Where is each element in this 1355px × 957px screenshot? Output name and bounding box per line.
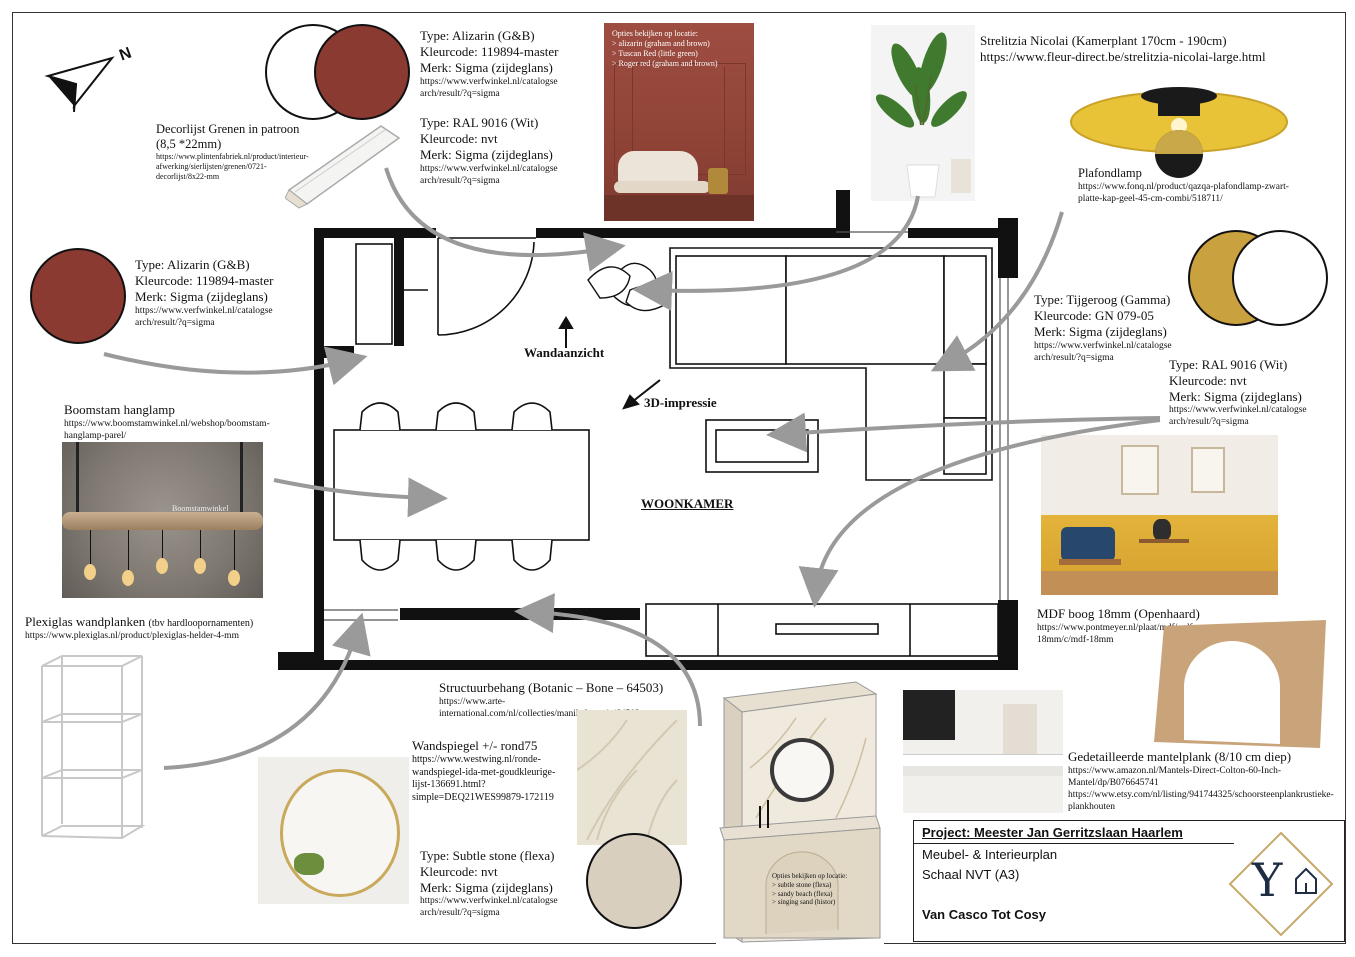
plafondlamp-image [1070, 87, 1288, 178]
decorlijst-title: Decorlijst Grenen in patroon (8,5 *22mm) [156, 122, 300, 151]
decorlijst-moulding-image [285, 125, 401, 209]
strelitzia-photo [871, 25, 975, 201]
impressie-label: 3D-impressie [644, 395, 717, 410]
spiegel-url[interactable]: https://www.westwing.nl/ronde-wandspiege… [412, 754, 556, 803]
title-block-line3: Van Casco Tot Cosy [922, 907, 1047, 922]
plexiglas-title-text: Plexiglas wandplanken [25, 614, 146, 629]
paint-top-code2: Kleurcode: nvt [420, 131, 498, 146]
structuur-url[interactable]: https://www.arte-international.com/nl/co… [439, 697, 640, 720]
mantel-url2[interactable]: https://www.etsy.com/nl/listing/94174432… [1068, 790, 1334, 813]
mdf-url[interactable]: https://www.pontmeyer.nl/plaat/mdf/mdf-1… [1037, 623, 1196, 646]
paint-bottom-brand: Merk: Sigma (zijdeglans) [420, 880, 553, 895]
structuur-title: Structuurbehang (Botanic – Bone – 64503) [439, 680, 664, 695]
company-logo-icon [1228, 831, 1334, 937]
logo-letter: Y [1252, 853, 1283, 907]
paint-bottom-url[interactable]: https://www.verfwinkel.nl/catalogse arch… [420, 896, 558, 919]
mantel-title: Gedetailleerde mantelplank (8/10 cm diep… [1068, 749, 1292, 764]
boomstam-title: Boomstam hanglamp [64, 402, 175, 417]
floor-plan [278, 190, 1018, 670]
boomstam-photo-text: Boomstamwinkel [172, 504, 229, 513]
boomstam-url[interactable]: https://www.boomstamwinkel.nl/webshop/bo… [64, 419, 270, 442]
mantel-url1[interactable]: https://www.amazon.nl/Mantels-Direct-Col… [1068, 766, 1282, 789]
title-block-divider [914, 843, 1234, 844]
mantel-photo [903, 690, 1063, 813]
swatch-alizarin-top [314, 24, 410, 120]
paint-bottom-code: Kleurcode: nvt [420, 864, 498, 879]
swatch-ral9016-right [1232, 230, 1328, 326]
paint-bottom-type: Type: Subtle stone (flexa) [420, 848, 555, 863]
swatch-subtle-stone [586, 833, 682, 929]
mirror-photo [258, 757, 409, 904]
project-title: Project: Meester Jan Gerritzslaan Haarle… [922, 825, 1183, 840]
yellow-room-photo [1041, 435, 1278, 595]
paint-left-type: Type: Alizarin (G&B) [135, 257, 250, 272]
strelitzia-url[interactable]: https://www.fleur-direct.be/strelitzia-n… [980, 49, 1266, 64]
sheet-frame [12, 12, 1346, 944]
decorlijst-url[interactable]: https://www.plintenfabriek.nl/product/in… [156, 152, 309, 181]
spiegel-title: Wandspiegel +/- rond75 [412, 738, 538, 753]
room-label: WOONKAMER [641, 496, 734, 511]
paint-left-brand: Merk: Sigma (zijdeglans) [135, 289, 268, 304]
title-block: Project: Meester Jan Gerritzslaan Haarle… [913, 820, 1345, 942]
wandaanzicht-label: Wandaanzicht [524, 345, 605, 360]
plafondlamp-title: Plafondlamp [1078, 166, 1142, 180]
plexiglas-url[interactable]: https://www.plexiglas.nl/product/plexigl… [25, 631, 239, 641]
north-arrow-icon [44, 56, 115, 113]
paint-right1-type: Type: Tijgeroog (Gamma) [1034, 292, 1171, 307]
paint-top-brand1: Merk: Sigma (zijdeglans) [420, 60, 553, 75]
plexiglas-title: Plexiglas wandplanken (tbv hardloopornam… [25, 614, 253, 631]
paint-left-url[interactable]: https://www.verfwinkel.nl/catalogse arch… [135, 306, 273, 329]
paint-right1-brand: Merk: Sigma (zijdeglans) [1034, 324, 1167, 339]
boomstam-lamp-photo: Boomstamwinkel [62, 442, 263, 598]
paint-right1-code: Kleurcode: GN 079-05 [1034, 308, 1154, 323]
paint-top-url1[interactable]: https://www.verfwinkel.nl/catalogse arch… [420, 77, 558, 100]
swatch-alizarin-left [30, 248, 126, 344]
paint-right2-code: Kleurcode: nvt [1169, 373, 1247, 388]
paint-top-type2: Type: RAL 9016 (Wit) [420, 115, 539, 130]
title-block-line2: Schaal NVT (A3) [922, 867, 1020, 882]
plafondlamp-url[interactable]: https://www.fonq.nl/product/qazqa-plafon… [1078, 182, 1289, 205]
paint-top-brand2: Merk: Sigma (zijdeglans) [420, 147, 553, 162]
wallpaper-sample [577, 710, 687, 845]
room-photo-note: Opties bekijken op locatie: > alizarin (… [612, 29, 718, 68]
paint-right2-brand: Merk: Sigma (zijdeglans) [1169, 389, 1302, 404]
strelitzia-title: Strelitzia Nicolai (Kamerplant 170cm - 1… [980, 33, 1227, 48]
mdf-title: MDF boog 18mm (Openhaard) [1037, 606, 1200, 621]
wall-3d-impression: Opties bekijken op locatie: > subtle sto… [716, 678, 884, 946]
plexiglas-note: (tbv hardloopornamenten) [148, 618, 254, 629]
mdf-arch-image [1154, 620, 1326, 748]
paint-right2-type: Type: RAL 9016 (Wit) [1169, 357, 1288, 372]
room-photo: Opties bekijken op locatie: > alizarin (… [604, 23, 754, 221]
wall-note: Opties bekijken op locatie: > subtle sto… [772, 872, 848, 907]
paint-top-url2[interactable]: https://www.verfwinkel.nl/catalogse arch… [420, 164, 558, 187]
title-block-line1: Meubel- & Interieurplan [922, 847, 1058, 862]
plexiglas-shelf-image [41, 655, 146, 840]
paint-left-code: Kleurcode: 119894-master [135, 273, 274, 288]
paint-top-code1: Kleurcode: 119894-master [420, 44, 559, 59]
paint-top-type1: Type: Alizarin (G&B) [420, 28, 535, 43]
paint-right2-url[interactable]: https://www.verfwinkel.nl/catalogse arch… [1169, 405, 1307, 428]
paint-right1-url[interactable]: https://www.verfwinkel.nl/catalogse arch… [1034, 341, 1172, 364]
